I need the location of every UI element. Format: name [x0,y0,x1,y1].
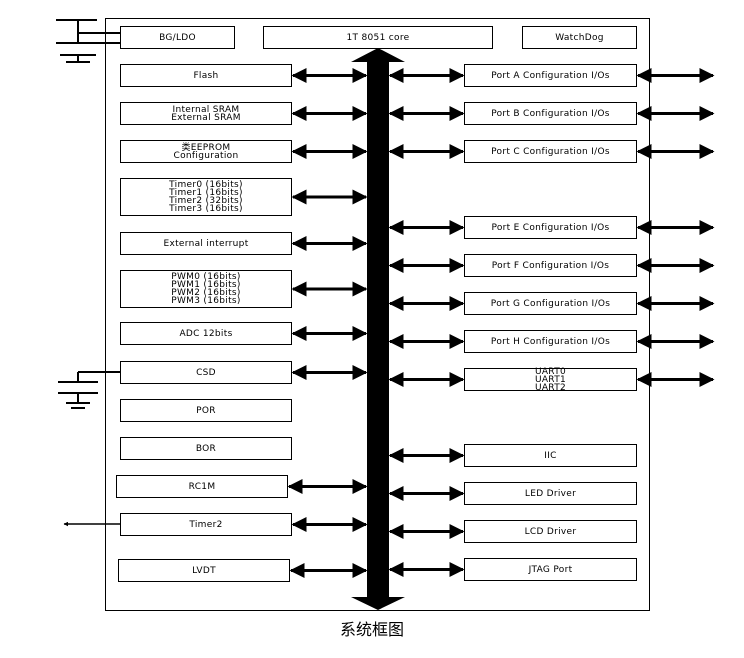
external-interrupt-block-label: External interrupt [163,238,249,249]
port-g-block: Port G Configuration I/Os [464,292,637,315]
led-driver-block: LED Driver [464,482,637,505]
iic-block-label: IIC [544,450,557,461]
timer2-block: Timer2 [120,513,292,536]
watchdog-block-label: WatchDog [555,32,604,43]
port-a-block: Port A Configuration I/Os [464,64,637,87]
port-b-block: Port B Configuration I/Os [464,102,637,125]
port-c-block-label: Port C Configuration I/Os [491,146,610,157]
timers-block: Timer0 (16bits)Timer1 (16bits)Timer2 (32… [120,178,292,216]
sram-block-label: Internal SRAM [172,104,240,115]
csd-block-label: CSD [196,367,216,378]
por-block-label: POR [196,405,216,416]
csd-block: CSD [120,361,292,384]
uart-block-label: UART0 [534,366,567,377]
flash-block-label: Flash [193,70,219,81]
timers-block-label: Timer3 (16bits) [169,204,243,214]
diagram-caption: 系统框图 [339,620,404,639]
port-e-block-label: Port E Configuration I/Os [491,222,610,233]
port-f-block-label: Port F Configuration I/Os [491,260,610,271]
port-g-block-label: Port G Configuration I/Os [490,298,611,309]
rc1m-block: RC1M [116,475,288,498]
pwm-block-label: PWM2 (16bits) [171,288,241,298]
eeprom-block-label: 类EEPROM [181,142,231,153]
bg-ldo-block: BG/LDO [120,26,235,49]
port-h-block: Port H Configuration I/Os [464,330,637,353]
central-bus [351,48,405,610]
sram-block-label: External SRAM [171,112,241,123]
port-f-block: Port F Configuration I/Os [464,254,637,277]
system-boundary [105,18,650,611]
lvdt-block: LVDT [118,559,290,582]
cpu-core-block: 1T 8051 core [263,26,493,49]
csd-capacitor-symbol [58,371,121,409]
lcd-driver-block-label: LCD Driver [524,526,577,537]
timer2-block-label: Timer2 [189,519,223,530]
adc-block-label: ADC 12bits [179,328,233,339]
led-driver-block-label: LED Driver [524,488,577,499]
flash-block: Flash [120,64,292,87]
por-block: POR [120,399,292,422]
lcd-driver-block: LCD Driver [464,520,637,543]
pwm-block-label: PWM0 (16bits) [171,272,241,282]
port-a-block-label: Port A Configuration I/Os [491,70,610,81]
uart-block-label: UART1 [534,374,567,385]
pwm-block: PWM0 (16bits)PWM1 (16bits)PWM2 (16bits)P… [120,270,292,308]
port-e-block: Port E Configuration I/Os [464,216,637,239]
pwm-block-label: PWM1 (16bits) [171,280,241,290]
uart-block-label: UART2 [534,382,567,393]
eeprom-block-label: Configuration [173,150,239,161]
watchdog-block: WatchDog [522,26,637,49]
iic-block: IIC [464,444,637,467]
port-b-block-label: Port B Configuration I/Os [491,108,610,119]
bg-ldo-capacitor-symbol [56,19,121,63]
bor-block: BOR [120,437,292,460]
pwm-block-label: PWM3 (16bits) [171,296,241,306]
jtag-port-block: JTAG Port [464,558,637,581]
timers-block-label: Timer1 (16bits) [169,188,243,198]
timers-block-label: Timer0 (16bits) [169,180,243,190]
port-c-block: Port C Configuration I/Os [464,140,637,163]
bg-ldo-block-label: BG/LDO [159,32,196,43]
adc-block: ADC 12bits [120,322,292,345]
jtag-port-block-label: JTAG Port [528,564,573,575]
rc1m-block-label: RC1M [188,481,216,492]
bor-block-label: BOR [195,443,217,454]
timers-block-label: Timer2 (32bits) [169,196,243,206]
cpu-core-block-label: 1T 8051 core [346,32,410,43]
port-h-block-label: Port H Configuration I/Os [490,336,611,347]
lvdt-block-label: LVDT [192,565,216,576]
external-interrupt-block: External interrupt [120,232,292,255]
